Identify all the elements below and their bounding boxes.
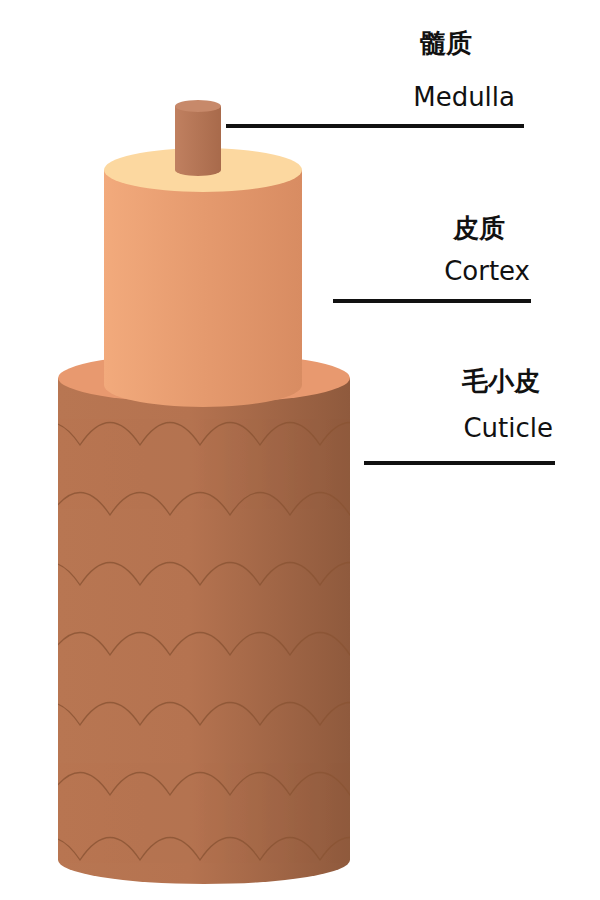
cuticle-scales [20, 423, 410, 861]
leader-line [364, 461, 555, 465]
part-name-zh: 毛小皮 [462, 367, 540, 397]
part-name-zh: 髓质 [420, 29, 472, 59]
leader-line [333, 299, 531, 303]
part-name-zh: 皮质 [453, 214, 505, 244]
cortex-cylinder [104, 170, 302, 407]
part-name-en: Medulla [413, 83, 515, 113]
part-name-en: Cuticle [463, 414, 553, 444]
leader-line [226, 124, 524, 128]
medulla-cylinder [175, 106, 221, 176]
medulla-top [175, 100, 221, 112]
cuticle-cylinder [58, 378, 350, 884]
part-name-en: Cortex [444, 257, 530, 287]
